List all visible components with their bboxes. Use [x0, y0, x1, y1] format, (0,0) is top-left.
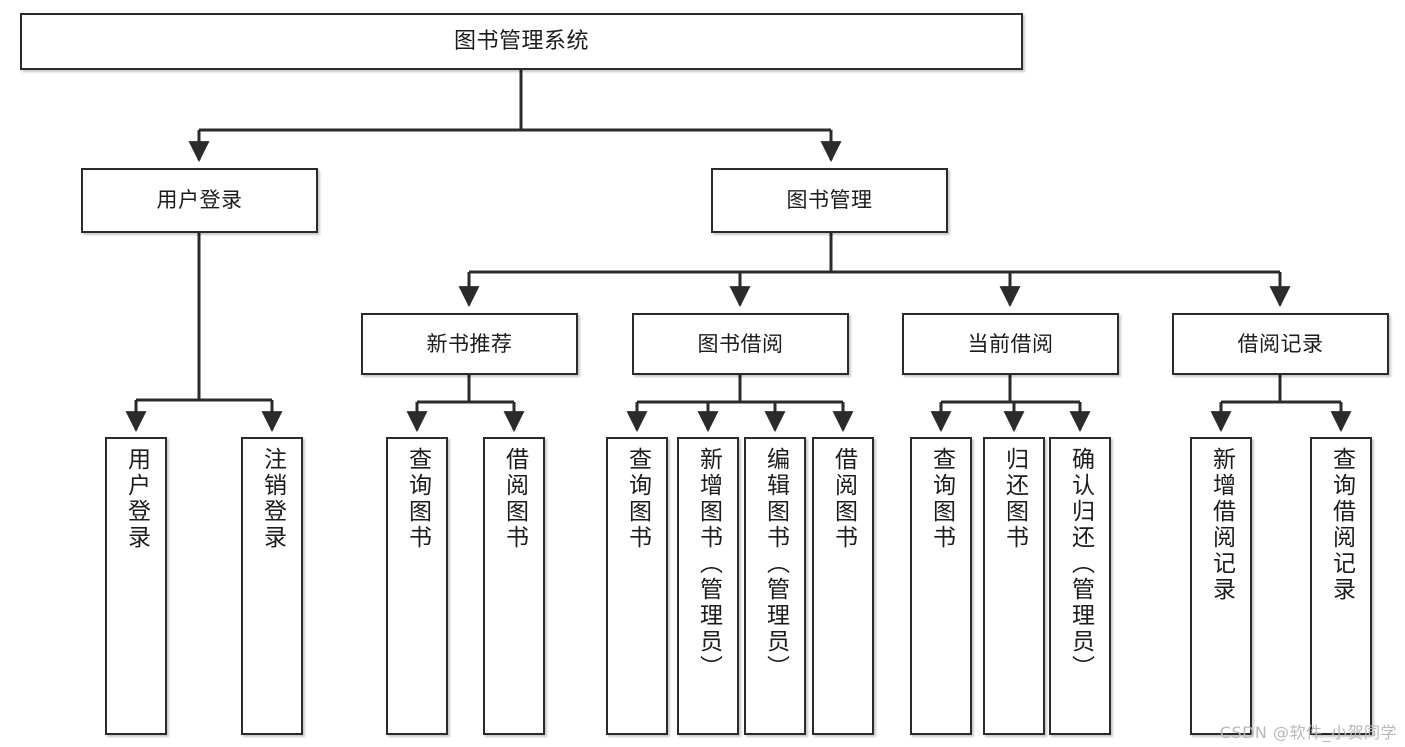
node-root-label: 图书管理系统	[453, 28, 589, 54]
node-book-management[interactable]: 图书管理	[711, 168, 948, 233]
leaf-node[interactable]: 注销登录	[241, 437, 303, 735]
node-current-borrow-label: 当前借阅	[967, 331, 1054, 356]
leaf-node-label: 查询图书	[624, 447, 651, 551]
leaf-node-label: 查询图书	[928, 447, 955, 551]
node-new-book-recommend-label: 新书推荐	[426, 331, 513, 356]
leaf-node-label: 编辑图书（管理员）	[762, 447, 789, 681]
node-book-management-label: 图书管理	[786, 188, 873, 213]
leaf-node[interactable]: 查询图书	[910, 437, 972, 735]
leaf-node[interactable]: 新增图书（管理员）	[677, 437, 739, 735]
leaf-node-label: 借阅图书	[501, 447, 528, 551]
leaf-node-label: 新增借阅记录	[1208, 447, 1235, 603]
node-borrow-record[interactable]: 借阅记录	[1172, 313, 1389, 375]
leaf-node[interactable]: 编辑图书（管理员）	[744, 437, 806, 735]
leaf-node-label: 借阅图书	[830, 447, 857, 551]
leaf-node-label: 用户登录	[123, 447, 150, 551]
leaf-node[interactable]: 借阅图书	[483, 437, 545, 735]
leaf-node-label: 新增图书（管理员）	[695, 447, 722, 681]
leaf-node[interactable]: 查询借阅记录	[1310, 437, 1372, 735]
node-borrow-record-label: 借阅记录	[1237, 331, 1324, 356]
node-book-borrow[interactable]: 图书借阅	[632, 313, 849, 375]
leaf-node[interactable]: 查询图书	[606, 437, 668, 735]
node-user-login-label: 用户登录	[156, 188, 243, 213]
leaf-node[interactable]: 用户登录	[105, 437, 167, 735]
leaf-node[interactable]: 查询图书	[386, 437, 448, 735]
node-current-borrow[interactable]: 当前借阅	[902, 313, 1119, 375]
leaf-node[interactable]: 借阅图书	[812, 437, 874, 735]
leaf-node-label: 查询图书	[404, 447, 431, 551]
node-new-book-recommend[interactable]: 新书推荐	[361, 313, 578, 375]
node-user-login[interactable]: 用户登录	[81, 168, 318, 233]
leaf-node-label: 确认归还（管理员）	[1067, 447, 1094, 681]
node-book-borrow-label: 图书借阅	[697, 331, 784, 356]
leaf-node[interactable]: 确认归还（管理员）	[1049, 437, 1111, 735]
leaf-node-label: 归还图书	[1001, 447, 1028, 551]
leaf-node-label: 查询借阅记录	[1328, 447, 1355, 603]
node-root[interactable]: 图书管理系统	[20, 13, 1023, 70]
leaf-node-label: 注销登录	[259, 447, 286, 551]
leaf-node[interactable]: 归还图书	[983, 437, 1045, 735]
leaf-node[interactable]: 新增借阅记录	[1190, 437, 1252, 735]
